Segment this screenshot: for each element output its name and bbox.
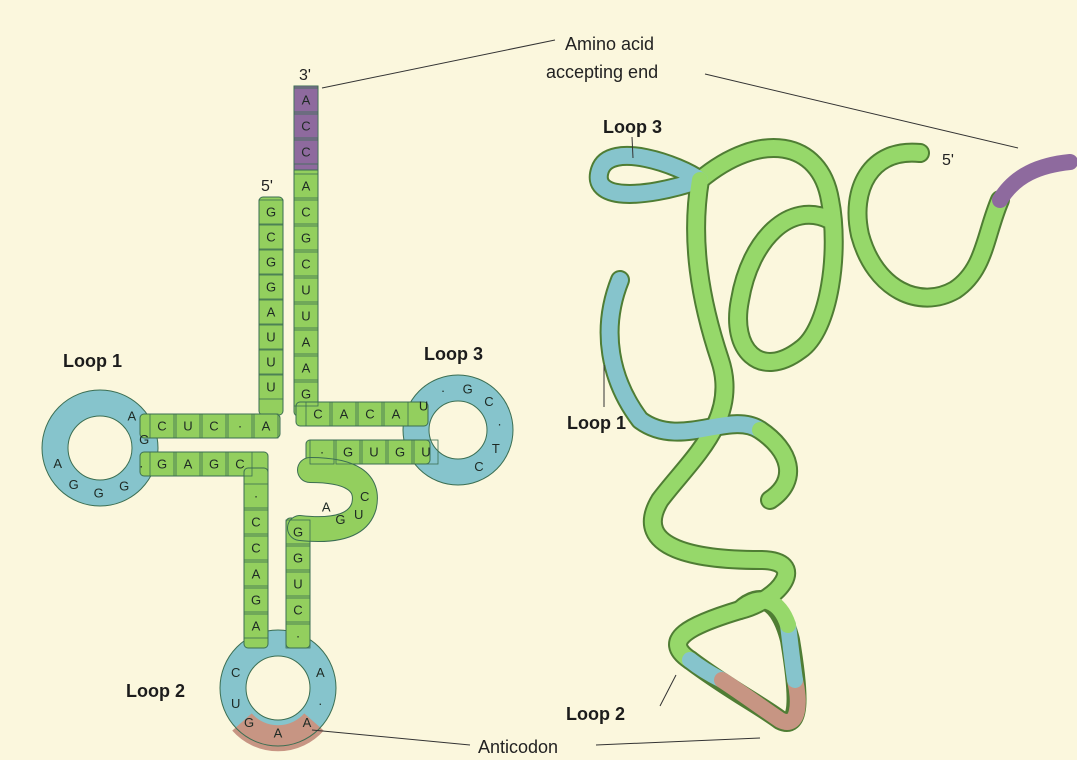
acceptor-stem-3prime-base-2: G [301, 231, 311, 246]
anticodon-loop-right-base-1: · [318, 696, 322, 711]
loop3-label: Loop 3 [424, 344, 483, 364]
t-loop-base-5: T [492, 441, 500, 456]
acceptor-stem-5prime-base-1: C [266, 230, 275, 245]
acceptor-3prime-base-0: A [302, 93, 311, 108]
acceptor-stem-5prime-base-0: G [266, 205, 276, 220]
d-loop-base-5: G [69, 477, 79, 492]
acceptor-stem-3prime-base-7: A [302, 361, 311, 376]
d-loop-base-4: G [94, 485, 104, 500]
acceptor-stem-3prime-base-4: U [301, 283, 310, 298]
d-loop-base-0: A [127, 409, 136, 424]
t-loop-base-3: C [484, 394, 493, 409]
acceptor-stem-5prime-base-3: G [266, 280, 276, 295]
loop2-3d-label: Loop 2 [566, 704, 625, 724]
acceptor-stem-5prime-base-5: U [266, 330, 275, 345]
amino-acid-label-line2: accepting end [546, 62, 658, 82]
anticodon-loop-left-base-1: U [231, 696, 240, 711]
variable-loop-base-2: G [335, 512, 345, 527]
t-loop-base-0: U [419, 398, 428, 413]
five-prime-label: 5' [261, 178, 273, 195]
d-loop-base-2: · [139, 458, 143, 473]
d-stem-bottom-base-2: G [209, 457, 219, 472]
acceptor-stem-3prime-base-3: C [301, 257, 310, 272]
acceptor-stem-5prime-base-6: U [266, 355, 275, 370]
acceptor-stem-3prime-base-0: A [302, 179, 311, 194]
anticodon-stem-right-base-0: G [293, 525, 303, 540]
t-loop-base-4: · [497, 416, 501, 431]
acceptor-stem-3prime-base-8: G [301, 387, 311, 402]
d-stem-bottom-base-1: A [184, 457, 193, 472]
anticodon-stem-right-base-3: C [293, 603, 302, 618]
variable-loop-base-0: C [360, 489, 369, 504]
t-loop-base-6: C [474, 459, 483, 474]
d-loop-base-1: G [139, 432, 149, 447]
anticodon-loop-right-base-0: A [316, 665, 325, 680]
t-stem-top-base-2: C [365, 407, 374, 422]
anticodon-triplet-base-1: A [274, 726, 283, 741]
loop1-3d-label: Loop 1 [567, 413, 626, 433]
variable-loop-base-3: A [322, 499, 331, 514]
anticodon-stem-right-base-4: · [296, 629, 300, 644]
acceptor-stem-3prime-base-1: C [301, 205, 310, 220]
t-stem-bottom-base-1: G [343, 445, 353, 460]
t-stem-top-base-3: A [392, 407, 401, 422]
acceptor-stem-5prime-base-7: U [266, 380, 275, 395]
anticodon-stem-left-base-2: C [251, 541, 260, 556]
d-stem-bottom-base-3: C [235, 457, 244, 472]
anticodon-stem-left-base-4: G [251, 593, 261, 608]
anticodon-stem-right-base-2: U [293, 577, 302, 592]
anticodon-loop-left-base-0: C [231, 665, 240, 680]
t-stem-top-base-1: A [340, 407, 349, 422]
loop2-label: Loop 2 [126, 681, 185, 701]
acceptor-3prime-base-2: C [301, 145, 310, 160]
t-stem-bottom-base-4: U [421, 445, 430, 460]
d-stem-top-base-0: C [157, 419, 166, 434]
anticodon-stem-right-base-1: G [293, 551, 303, 566]
d-stem-top-base-4: A [262, 419, 271, 434]
acceptor-stem-3prime-base-6: A [302, 335, 311, 350]
t-loop-base-1: · [441, 383, 445, 398]
d-stem-top-base-3: · [238, 419, 242, 434]
loop3-3d-label: Loop 3 [603, 117, 662, 137]
d-stem-top-base-2: C [209, 419, 218, 434]
acceptor-stem-5prime-base-2: G [266, 255, 276, 270]
loop1-label: Loop 1 [63, 351, 122, 371]
t-stem-top-base-0: C [313, 407, 322, 422]
anticodon-stem-left-base-1: C [251, 515, 260, 530]
acceptor-stem-5prime-base-4: A [267, 305, 276, 320]
d-stem-bottom-base-0: G [157, 457, 167, 472]
five-prime-3d-label: 5' [942, 152, 954, 169]
anticodon-label: Anticodon [478, 737, 558, 757]
t-stem-bottom-base-3: G [395, 445, 405, 460]
acceptor-3prime-base-1: C [301, 119, 310, 134]
d-stem-top-base-1: U [183, 419, 192, 434]
acceptor-stem-3prime-base-5: U [301, 309, 310, 324]
d-loop-base-6: A [53, 456, 62, 471]
anticodon-stem-left-base-3: A [252, 567, 261, 582]
amino-acid-label-line1: Amino acid [565, 34, 654, 54]
t-stem-bottom-base-2: U [369, 445, 378, 460]
three-prime-label: 3' [299, 67, 311, 84]
anticodon-stem-left-base-0: · [254, 489, 258, 504]
t-loop-base-2: G [463, 382, 473, 397]
d-loop-base-3: G [119, 478, 129, 493]
anticodon-triplet-base-2: A [303, 715, 312, 730]
t-stem-bottom-base-0: · [320, 445, 324, 460]
anticodon-stem-left-base-5: A [252, 619, 261, 634]
anticodon-triplet-base-0: G [244, 715, 254, 730]
variable-loop-base-1: U [354, 507, 363, 522]
